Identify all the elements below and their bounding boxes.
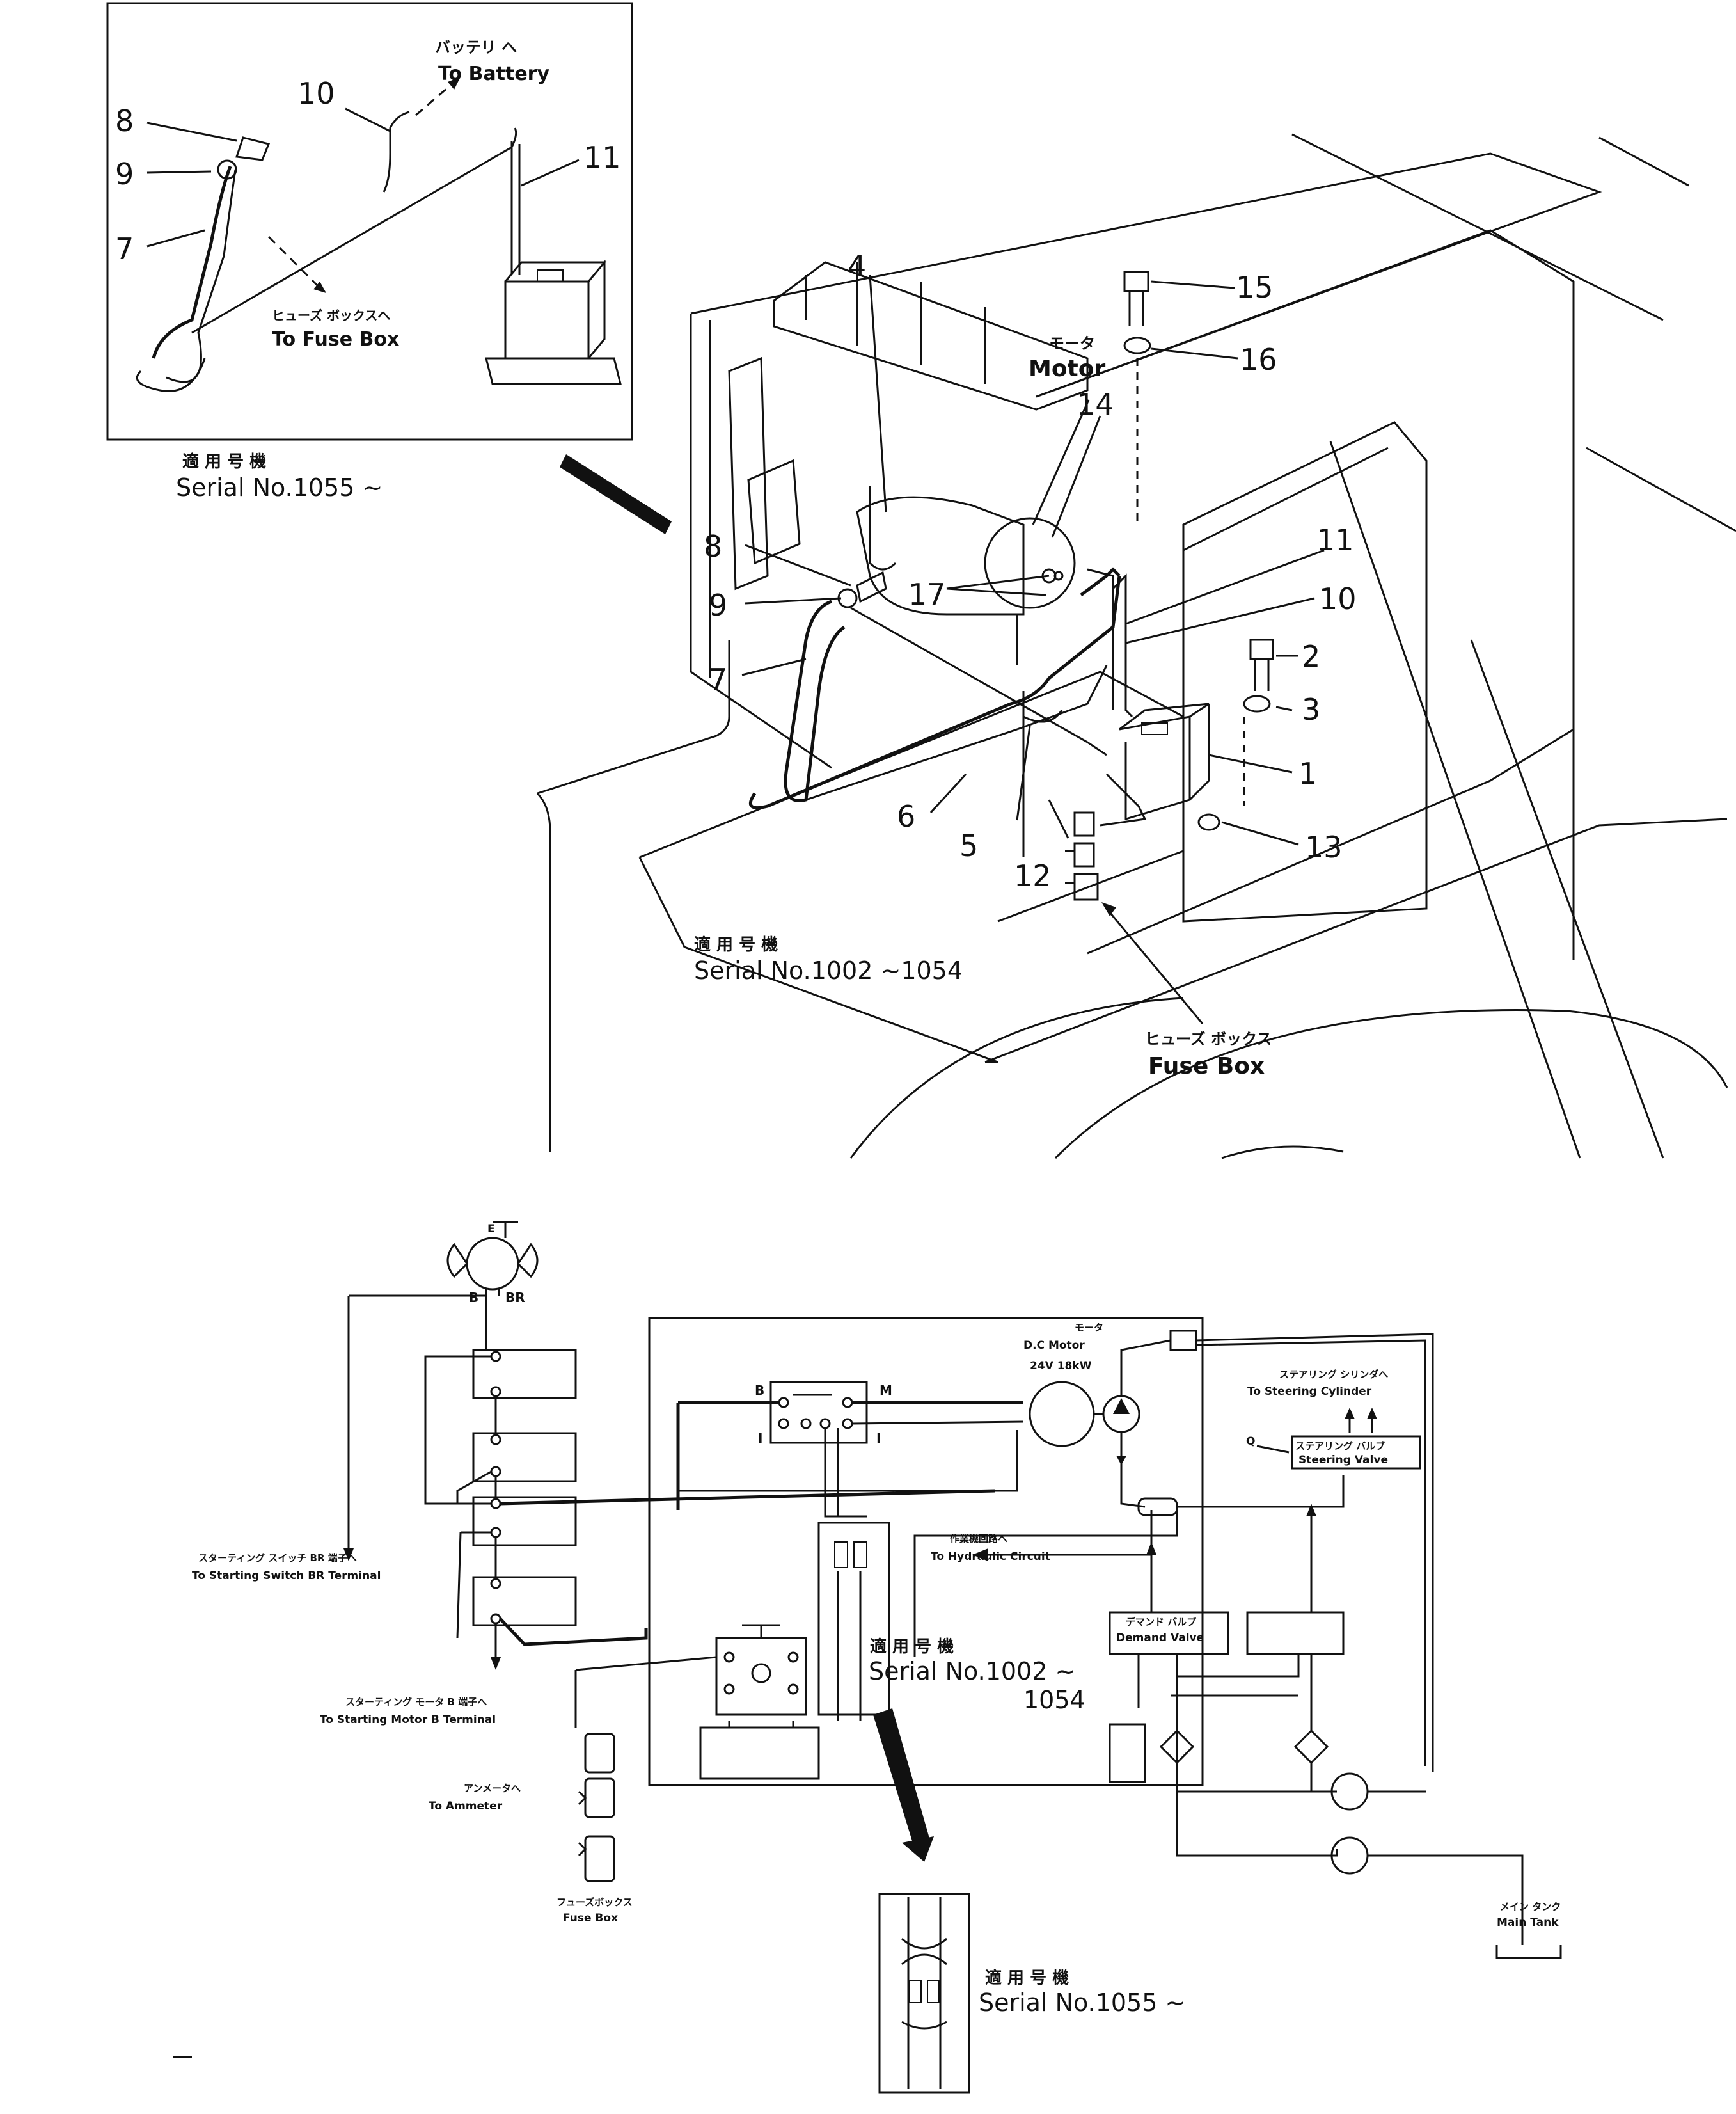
relay-i1-label: I	[758, 1431, 762, 1446]
demand-valve-jp: デマンド バルブ	[1126, 1616, 1196, 1628]
relay-i2-label: I	[876, 1431, 881, 1446]
steering-valve-label: Steering Valve	[1298, 1454, 1388, 1466]
fuse-box-label: Fuse Box	[1148, 1053, 1265, 1079]
hydraulic-circuit-label: To Hydraulic Circuit	[931, 1550, 1050, 1563]
demand-valve-label: Demand Valve	[1116, 1632, 1204, 1644]
hydraulic-circuit-jp: 作業機回路へ	[950, 1533, 1007, 1545]
callout-16: 16	[1240, 342, 1277, 377]
starting-motor-jp: スターティング モータ B 端子へ	[345, 1696, 487, 1708]
callout-15: 15	[1236, 270, 1274, 305]
starting-switch-label: To Starting Switch BR Terminal	[192, 1570, 381, 1582]
serial-1054-schematic: 1054	[1023, 1686, 1085, 1714]
callout-6: 6	[897, 799, 915, 834]
callout-1: 1	[1298, 756, 1317, 791]
dc-motor-jp: モータ	[1075, 1322, 1103, 1333]
callout-10-main: 10	[1319, 582, 1357, 616]
serial-1055-bottom: Serial No.1055 ~	[979, 1989, 1185, 2017]
serial-jp-1055-top: 適 用 号 機	[182, 452, 266, 472]
main-tank-label: Main Tank	[1497, 1916, 1559, 1929]
main-perspective-view: 4 14 15 16 8 9 7 17 11 10 2 3 1 6 5 12 1…	[536, 133, 1736, 1159]
callout-12: 12	[1014, 859, 1052, 893]
main-tank-jp: メイン タンク	[1500, 1901, 1561, 1912]
motor-jp: モータ	[1049, 335, 1095, 353]
steering-cylinder-jp: ステアリング シリンダへ	[1279, 1369, 1388, 1380]
callout-7: 7	[115, 232, 134, 266]
ammeter-jp: アンメータへ	[464, 1783, 521, 1794]
to-battery-label: To Battery	[438, 63, 549, 85]
ground-label: E	[487, 1223, 495, 1236]
b-terminal-label: B	[469, 1290, 478, 1305]
inset-frame	[106, 2, 633, 441]
serial-jp-1055-bottom: 適 用 号 機	[985, 1968, 1069, 1988]
callout-8-main: 8	[704, 529, 722, 564]
fuse-box-schematic-label: Fuse Box	[563, 1912, 618, 1925]
starting-motor-label: To Starting Motor B Terminal	[320, 1713, 496, 1726]
callout-14: 14	[1077, 387, 1114, 422]
callout-17: 17	[908, 577, 946, 612]
starting-switch-jp: スターティング スイッチ BR 端子へ	[198, 1552, 357, 1564]
callout-3: 3	[1302, 692, 1320, 727]
inset-serial-1055: 8 9 7 10 11 バッテリ へ To Battery ヒューズ ボックスへ…	[106, 2, 633, 441]
steering-valve-jp: ステアリング バルブ	[1295, 1440, 1385, 1452]
fuse-box-schematic-jp: フューズボックス	[556, 1896, 633, 1908]
serial-jp-1002-schematic: 適 用 号 機	[870, 1637, 954, 1657]
dc-motor-rating: 24V 18kW	[1030, 1360, 1092, 1372]
callout-11-main: 11	[1316, 523, 1354, 557]
callout-4: 4	[848, 249, 866, 283]
callout-7-main: 7	[709, 662, 727, 697]
callout-9-main: 9	[709, 588, 727, 623]
callout-11: 11	[583, 140, 621, 175]
callout-8: 8	[115, 104, 134, 138]
steering-cylinder-label: To Steering Cylinder	[1247, 1385, 1372, 1398]
callout-13: 13	[1305, 830, 1343, 864]
callout-5: 5	[959, 829, 978, 863]
to-battery-jp: バッテリ へ	[435, 38, 517, 56]
callout-9: 9	[115, 157, 134, 191]
callout-2: 2	[1302, 639, 1320, 674]
view-arrow	[560, 454, 672, 534]
serial-1002-main: Serial No.1002 ~1054	[694, 957, 963, 985]
serial-1002-schematic: Serial No.1002 ~	[869, 1657, 1075, 1685]
serial-jp-1002-main: 適 用 号 機	[694, 935, 778, 955]
br-terminal-label: BR	[505, 1290, 525, 1305]
ammeter-label: To Ammeter	[429, 1800, 503, 1813]
q-label: Q	[1246, 1435, 1255, 1448]
motor-label: Motor	[1029, 356, 1105, 382]
dc-motor-label: D.C Motor	[1023, 1339, 1085, 1352]
callout-10: 10	[297, 76, 335, 111]
wiring-schematic: E B BR B M	[192, 1221, 1562, 2094]
to-fuse-box-label: To Fuse Box	[272, 328, 399, 351]
relay-m-label: M	[880, 1383, 892, 1398]
fuse-box-jp: ヒューズ ボックス	[1145, 1030, 1272, 1048]
relay-b-label: B	[755, 1383, 764, 1398]
serial-1055-top: Serial No.1055 ~	[176, 473, 383, 502]
to-fuse-box-jp: ヒューズ ボックスへ	[272, 308, 390, 323]
